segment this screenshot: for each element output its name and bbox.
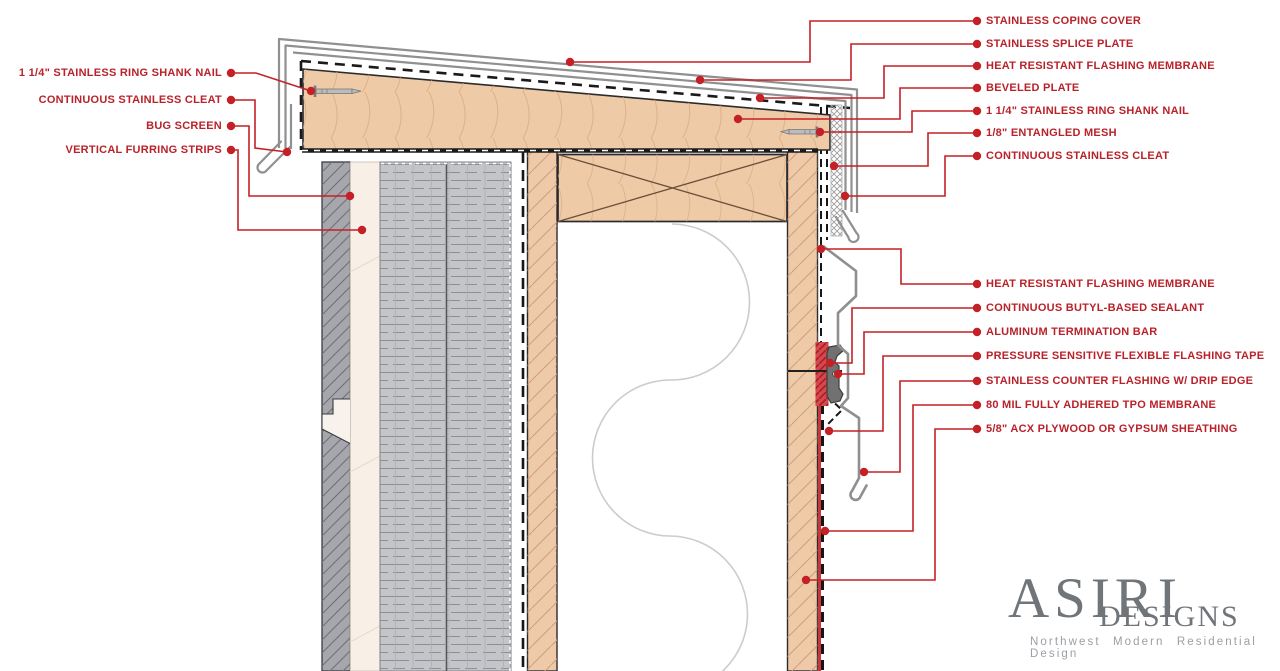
callout-counter-flashing: STAINLESS COUNTER FLASHING W/ DRIP EDGE <box>986 375 1254 387</box>
roof-side-sheathing <box>786 150 819 671</box>
callout-bug-screen: BUG SCREEN <box>146 120 222 132</box>
exterior-sheathing <box>526 150 558 671</box>
batt-insulation <box>591 223 751 671</box>
parapet-cross-blocking <box>557 153 788 223</box>
callout-coping-cover: STAINLESS COPING COVER <box>986 15 1142 27</box>
callout-stainless-cleat-right: CONTINUOUS STAINLESS CLEAT <box>986 150 1170 162</box>
callout-splice-plate: STAINLESS SPLICE PLATE <box>986 38 1134 50</box>
callout-vertical-furring-strips: VERTICAL FURRING STRIPS <box>65 144 222 156</box>
flexible-flashing-tape <box>815 342 829 406</box>
left-hem-hook <box>256 140 292 174</box>
entangled-mesh <box>830 104 843 237</box>
drip-edge-hem <box>849 476 868 502</box>
callout-beveled-plate: BEVELED PLATE <box>986 82 1080 94</box>
exterior-cladding <box>321 161 352 671</box>
callout-plywood-sheathing: 5/8" ACX PLYWOOD OR GYPSUM SHEATHING <box>986 423 1238 435</box>
right-cleat-hook <box>834 209 860 244</box>
callout-termination-bar: ALUMINUM TERMINATION BAR <box>986 326 1158 338</box>
callout-flashing-membrane-top: HEAT RESISTANT FLASHING MEMBRANE <box>986 60 1215 72</box>
callout-stainless-cleat-left: CONTINUOUS STAINLESS CLEAT <box>38 94 222 106</box>
mineral-wool-insulation <box>379 161 512 671</box>
callout-flashing-membrane-mid: HEAT RESISTANT FLASHING MEMBRANE <box>986 278 1215 290</box>
brand-logo-secondary: DESIGNS <box>1099 600 1240 633</box>
leader-dots <box>226 16 982 585</box>
counter-flashing <box>822 244 868 502</box>
callout-entangled-mesh: 1/8" ENTANGLED MESH <box>986 127 1117 139</box>
callout-ring-shank-nail-right: 1 1/4" STAINLESS RING SHANK NAIL <box>986 105 1190 117</box>
callout-butyl-sealant: CONTINUOUS BUTYL-BASED SEALANT <box>986 302 1205 314</box>
callout-flashing-tape: PRESSURE SENSITIVE FLEXIBLE FLASHING TAP… <box>986 350 1265 362</box>
callout-tpo-membrane: 80 MIL FULLY ADHERED TPO MEMBRANE <box>986 399 1217 411</box>
vertical-furring-cavity <box>349 161 381 671</box>
brand-tagline: Northwest Modern Residential Design <box>1030 636 1257 660</box>
callout-ring-shank-nail-left: 1 1/4" STAINLESS RING SHANK NAIL <box>18 67 222 79</box>
tpo-membrane <box>818 404 824 671</box>
beveled-plate-wood-blocking <box>302 68 831 151</box>
stainless-splice-plate <box>292 51 847 210</box>
brand-logo-primary: ASIRI <box>1008 567 1182 630</box>
